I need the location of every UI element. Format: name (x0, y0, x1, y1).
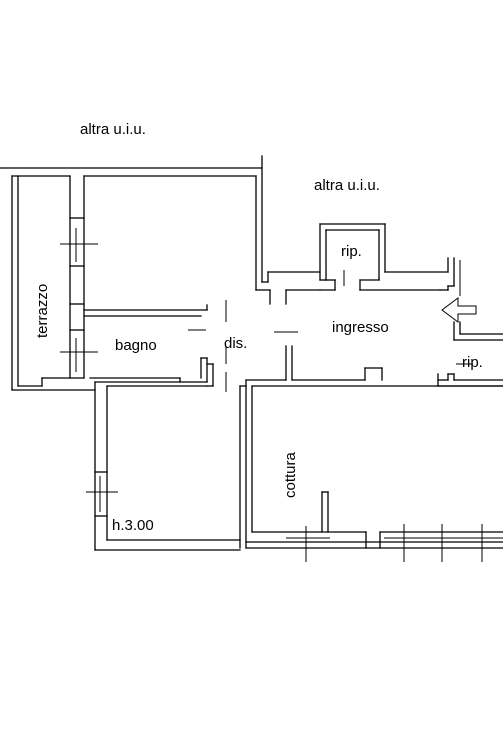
entrance-arrow-icon (441, 297, 477, 323)
label-bagno: bagno (115, 337, 157, 354)
label-rip-right: rip. (462, 354, 483, 371)
label-dis: dis. (224, 335, 247, 352)
label-ingresso: ingresso (332, 319, 389, 336)
label-rip-top: rip. (341, 243, 362, 260)
walls (0, 155, 503, 551)
label-cottura: cottura (282, 451, 299, 498)
label-height: h.3.00 (112, 517, 154, 534)
label-altra-uiu-top: altra u.i.u. (80, 121, 146, 138)
door-marks (60, 228, 503, 562)
label-altra-uiu-right: altra u.i.u. (314, 177, 380, 194)
label-terrazzo: terrazzo (34, 284, 51, 338)
